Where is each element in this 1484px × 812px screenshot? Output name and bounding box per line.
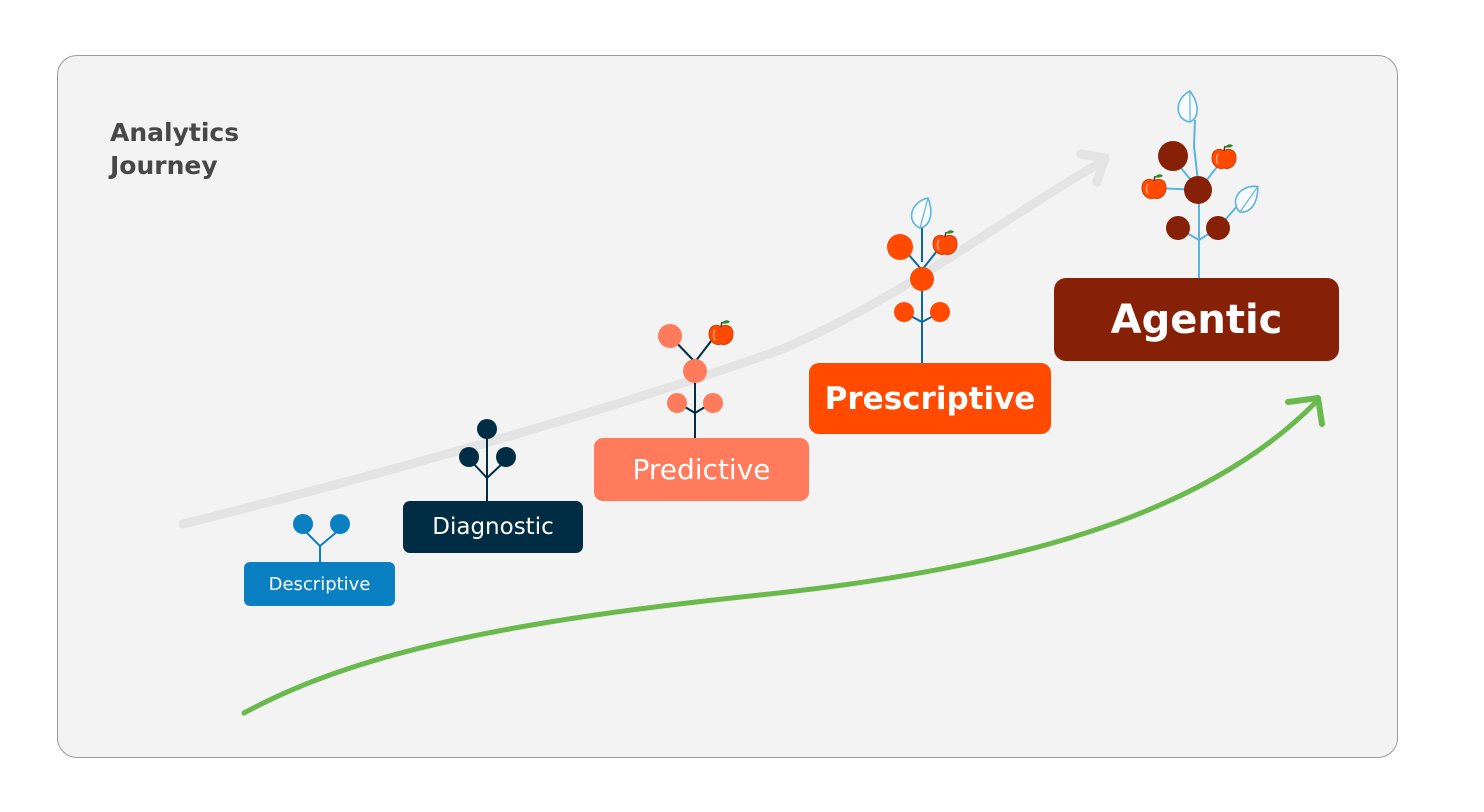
upper-arrow-icon xyxy=(178,149,1110,529)
leaf-icon xyxy=(1231,180,1262,217)
growth-arrow-icon xyxy=(241,395,1325,716)
diagram-card xyxy=(57,55,1398,758)
predictive-plant-icon xyxy=(658,324,723,438)
stage-predictive: Predictive xyxy=(594,438,809,501)
stage-agentic: Agentic xyxy=(1054,278,1339,361)
title-line-2: Journey xyxy=(110,151,218,180)
diagram-title: Analytics Journey xyxy=(110,116,310,182)
title-line-1: Analytics xyxy=(110,118,240,147)
stage-prescriptive: Prescriptive xyxy=(809,363,1051,434)
agentic-plant-icon xyxy=(1155,119,1247,278)
descriptive-plant-icon xyxy=(293,514,350,562)
leaf-icon xyxy=(910,197,932,229)
prescriptive-plant-icon xyxy=(887,209,950,363)
apple-icon xyxy=(708,319,734,346)
stage-diagnostic: Diagnostic xyxy=(403,501,583,553)
diagnostic-plant-icon xyxy=(459,419,516,501)
apple-icon xyxy=(1211,143,1237,170)
apple-icon xyxy=(932,229,958,256)
stage-descriptive: Descriptive xyxy=(244,562,395,606)
apple-icon xyxy=(1141,173,1167,200)
leaf-icon xyxy=(1173,89,1202,125)
